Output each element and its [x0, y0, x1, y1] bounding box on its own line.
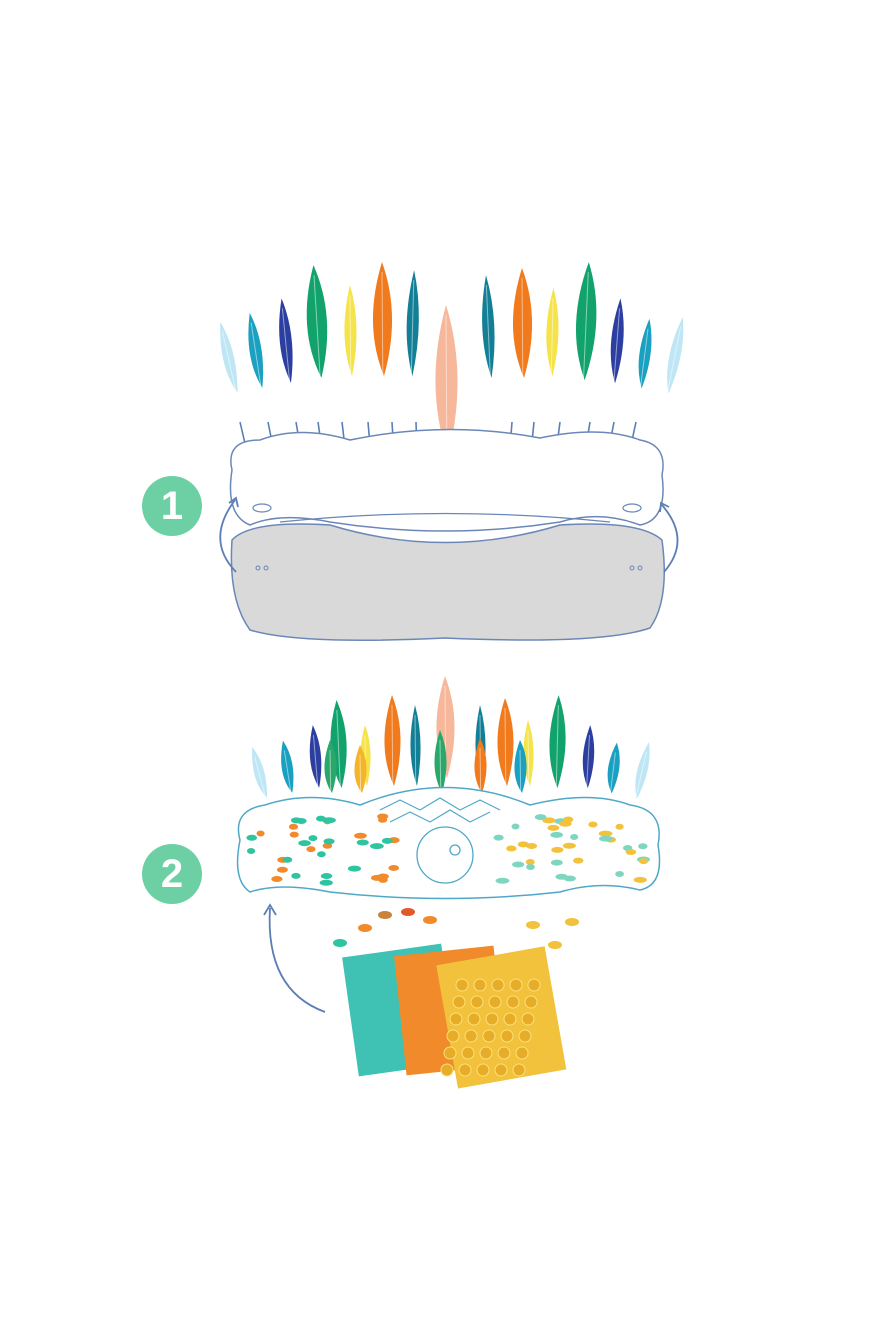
step-number: 1 — [160, 483, 184, 528]
gem-sticker — [598, 830, 613, 837]
gem-sticker — [370, 874, 383, 881]
gem-sticker — [319, 879, 333, 886]
loose-sticker — [526, 921, 540, 929]
gem-sticker — [347, 865, 362, 872]
headband-front — [229, 428, 664, 532]
loose-sticker — [333, 939, 347, 947]
gem-sticker — [570, 834, 579, 841]
gem-sticker — [495, 877, 510, 884]
gem-sticker — [511, 823, 520, 830]
gem-sticker — [551, 846, 564, 853]
gem-sticker — [506, 845, 517, 852]
gem-sticker — [563, 816, 574, 823]
gem-sticker — [381, 837, 393, 844]
loose-sticker — [401, 908, 415, 916]
step1-headband — [219, 428, 679, 641]
feather — [309, 725, 322, 808]
gem-sticker — [298, 840, 311, 847]
feather — [372, 262, 393, 397]
feather — [610, 298, 624, 404]
feather — [497, 698, 514, 807]
feather — [482, 275, 495, 398]
gem-sticker — [493, 834, 504, 841]
feather — [354, 745, 367, 814]
gem-sticker — [276, 866, 288, 873]
gem-sticker — [615, 871, 625, 878]
gem-sticker — [588, 821, 598, 828]
loose-sticker — [565, 918, 579, 926]
gem-sticker — [378, 816, 388, 823]
gem-sticker — [512, 861, 525, 868]
feather — [279, 298, 293, 403]
feather — [637, 318, 652, 409]
gem-sticker — [308, 835, 318, 842]
gem-sticker — [555, 873, 568, 880]
gem-sticker — [599, 835, 613, 842]
sticker-gems-on-headband — [246, 813, 650, 949]
curved-arrow-up — [268, 907, 326, 1013]
loose-sticker — [358, 924, 372, 932]
gem-sticker — [625, 848, 637, 855]
feather — [546, 288, 559, 397]
gem-sticker — [534, 814, 547, 821]
gem-sticker — [320, 873, 333, 880]
gem-sticker — [291, 872, 301, 879]
gem-sticker — [306, 846, 316, 853]
gem-sticker — [289, 831, 299, 838]
gem-sticker — [246, 848, 256, 855]
gem-sticker — [639, 858, 649, 865]
gem-sticker — [370, 843, 384, 850]
gem-sticker — [317, 851, 326, 858]
feather — [248, 312, 265, 408]
step2-decorated-headband — [236, 786, 661, 1013]
gem-sticker — [526, 864, 535, 871]
gem-sticker — [322, 817, 336, 824]
step-number: 2 — [160, 851, 184, 896]
feather — [406, 270, 419, 397]
gem-sticker — [562, 842, 576, 849]
loose-sticker — [548, 941, 562, 949]
gem-sticker — [323, 838, 335, 845]
gem-sticker — [354, 832, 367, 839]
gem-sticker — [550, 859, 563, 866]
feather — [220, 321, 242, 413]
curved-arrow-left — [219, 499, 237, 573]
loose-sticker — [378, 911, 392, 919]
gem-sticker — [517, 841, 530, 848]
feather — [662, 316, 684, 414]
gem-sticker — [271, 876, 283, 883]
feather — [306, 265, 328, 398]
gem-sticker — [282, 856, 293, 863]
gem-sticker — [256, 830, 265, 837]
step1-feathers — [220, 262, 684, 477]
curved-arrow-right — [661, 504, 679, 573]
gem-sticker — [356, 839, 369, 846]
gem-sticker — [296, 818, 307, 825]
headband-back-shaded — [230, 523, 666, 641]
gem-sticker — [615, 823, 624, 830]
sticker-sheets — [342, 943, 567, 1089]
gem-sticker — [246, 834, 258, 841]
feather — [576, 262, 597, 401]
gem-sticker — [547, 824, 560, 831]
gem-sticker — [525, 859, 535, 866]
feather — [512, 268, 533, 399]
step-1-badge: 1 — [142, 476, 202, 536]
feather — [582, 725, 595, 809]
gem-sticker — [542, 817, 556, 824]
loose-sticker — [423, 916, 437, 924]
feather — [344, 285, 357, 397]
feather — [384, 695, 401, 807]
gem-sticker — [573, 857, 584, 864]
feather — [549, 695, 566, 809]
step-2-badge: 2 — [142, 844, 202, 904]
gem-sticker — [633, 876, 647, 883]
gem-sticker — [288, 823, 299, 830]
gem-sticker — [550, 831, 563, 838]
gem-sticker — [388, 864, 400, 871]
gem-sticker — [638, 843, 648, 850]
